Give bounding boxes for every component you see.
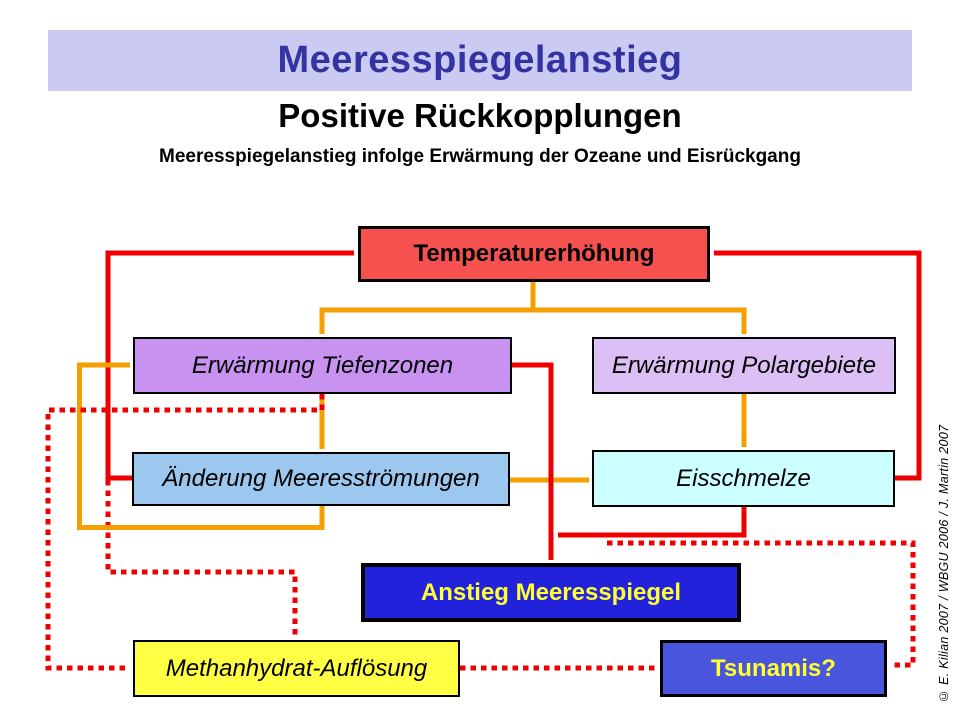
edge-tiefenzonen-methanhydrat bbox=[45, 394, 325, 671]
node-erwaermung-polargebiete: Erwärmung Polargebiete bbox=[592, 337, 896, 394]
edge-stroemungen-tiefenzonen-feedback bbox=[77, 362, 325, 530]
node-methanhydrat-aufloesung: Methanhydrat-Auflösung bbox=[133, 640, 460, 697]
node-erwaermung-tiefenzonen: Erwärmung Tiefenzonen bbox=[133, 337, 512, 394]
description: Meeresspiegelanstieg infolge Erwärmung d… bbox=[159, 146, 801, 167]
node-eisschmelze: Eisschmelze bbox=[592, 450, 895, 507]
node-label: Methanhydrat-Auflösung bbox=[165, 654, 428, 682]
subtitle: Positive Rückkopplungen bbox=[278, 97, 682, 134]
node-label: Änderung Meeresströmungen bbox=[162, 465, 480, 492]
main-title: Meeresspiegelanstieg bbox=[277, 39, 683, 81]
node-tsunamis: Tsunamis? bbox=[660, 640, 887, 697]
title-banner: Meeresspiegelanstieg bbox=[48, 30, 912, 91]
credit-text: © E. Kilian 2007 / WBGU 2006 / J. Martin… bbox=[937, 424, 951, 704]
edge-tiefenzonen-anstieg bbox=[512, 362, 554, 560]
node-label: Anstieg Meeresspiegel bbox=[420, 578, 682, 606]
node-anstieg-meeresspiegel: Anstieg Meeresspiegel bbox=[361, 563, 741, 622]
edge-eisschmelze-temperatur bbox=[714, 250, 922, 481]
node-label: Erwärmung Tiefenzonen bbox=[191, 351, 454, 379]
node-label: Temperaturerhöhung bbox=[413, 240, 655, 267]
node-temperaturerhoehung: Temperaturerhöhung bbox=[358, 226, 710, 282]
edge-eisschmelze-anstieg-join bbox=[558, 507, 747, 538]
node-label: Eisschmelze bbox=[676, 464, 811, 492]
node-label: Tsunamis? bbox=[711, 654, 836, 682]
node-aenderung-meeresstroemungen: Änderung Meeresströmungen bbox=[132, 452, 510, 506]
node-label: Erwärmung Polargebiete bbox=[611, 351, 877, 379]
